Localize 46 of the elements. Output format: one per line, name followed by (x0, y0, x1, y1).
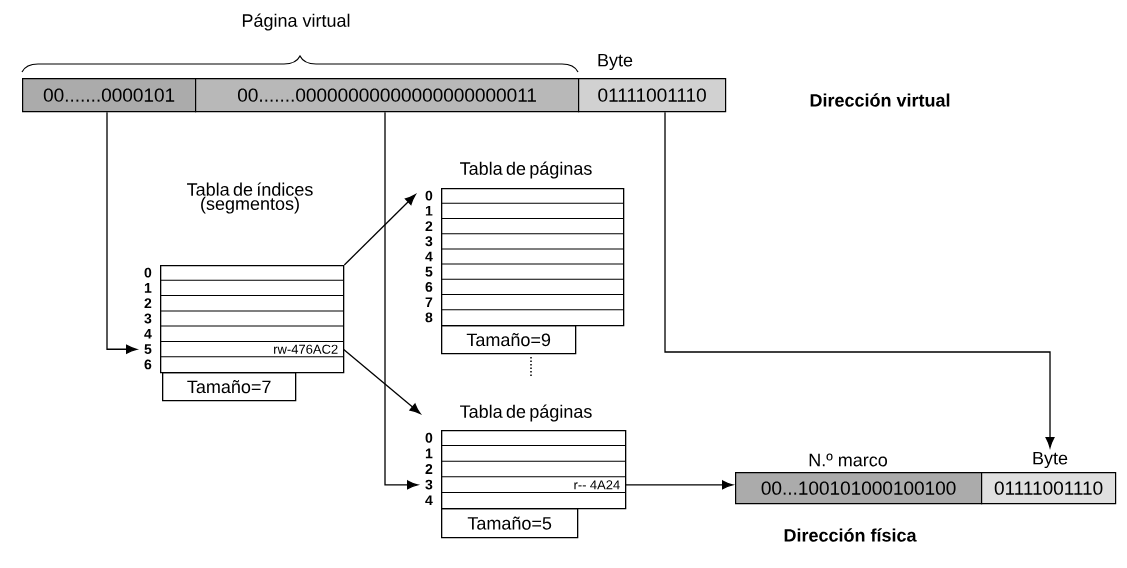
row-number: 3 (425, 236, 433, 247)
address-field: 01111001110 (981, 472, 1117, 505)
address-field: 00.......0000101 (22, 78, 197, 113)
table-row: r-- 4A24 (574, 480, 620, 490)
row-number: 0 (425, 190, 433, 201)
row-number: 1 (425, 448, 433, 459)
row-number: 4 (425, 495, 433, 505)
row-number: 2 (425, 464, 433, 474)
table-heading: Tabla de páginas (460, 161, 592, 179)
arrow (384, 111, 419, 490)
arrow (342, 348, 421, 414)
arrow (106, 111, 138, 354)
table-row: rw-476AC2 (274, 344, 338, 354)
size-box: Tamaño=7 (162, 372, 297, 402)
arrow (664, 111, 1055, 449)
row-number: 7 (425, 297, 433, 307)
address-field: 01111001110 (578, 78, 727, 113)
row-number: 6 (144, 359, 152, 370)
address-title: Dirección física (784, 528, 917, 542)
row-number: 3 (425, 479, 433, 490)
row-number: 1 (425, 206, 433, 216)
address-field: 00...100101000100100 (735, 472, 983, 505)
row-number: 4 (425, 251, 433, 262)
row-number: 5 (425, 266, 433, 277)
field-caption: Byte (1033, 451, 1068, 469)
arrow (624, 480, 734, 490)
address-title: Dirección virtual (810, 93, 950, 107)
row-number: 0 (425, 432, 433, 443)
field-caption: N.º marco (809, 453, 887, 467)
arrow (343, 194, 416, 266)
row-number: 2 (425, 221, 433, 231)
size-box: Tamaño=9 (441, 325, 577, 355)
row-number: 8 (425, 312, 433, 323)
size-box: Tamaño=5 (441, 508, 579, 539)
address-field: 00.......00000000000000000000011 (195, 78, 580, 113)
brace-label: Página virtual (242, 13, 350, 31)
field-caption: Byte (598, 53, 633, 71)
table-heading: Tabla de índices (segmentos) (187, 182, 313, 214)
row-number: 4 (144, 329, 152, 339)
row-number: 1 (144, 283, 152, 293)
row-number: 3 (144, 313, 152, 324)
row-number: 2 (144, 298, 152, 309)
row-number: 0 (144, 267, 152, 278)
table-heading: Tabla de páginas (460, 404, 592, 422)
row-number: 6 (425, 281, 433, 292)
row-number: 5 (144, 344, 152, 354)
